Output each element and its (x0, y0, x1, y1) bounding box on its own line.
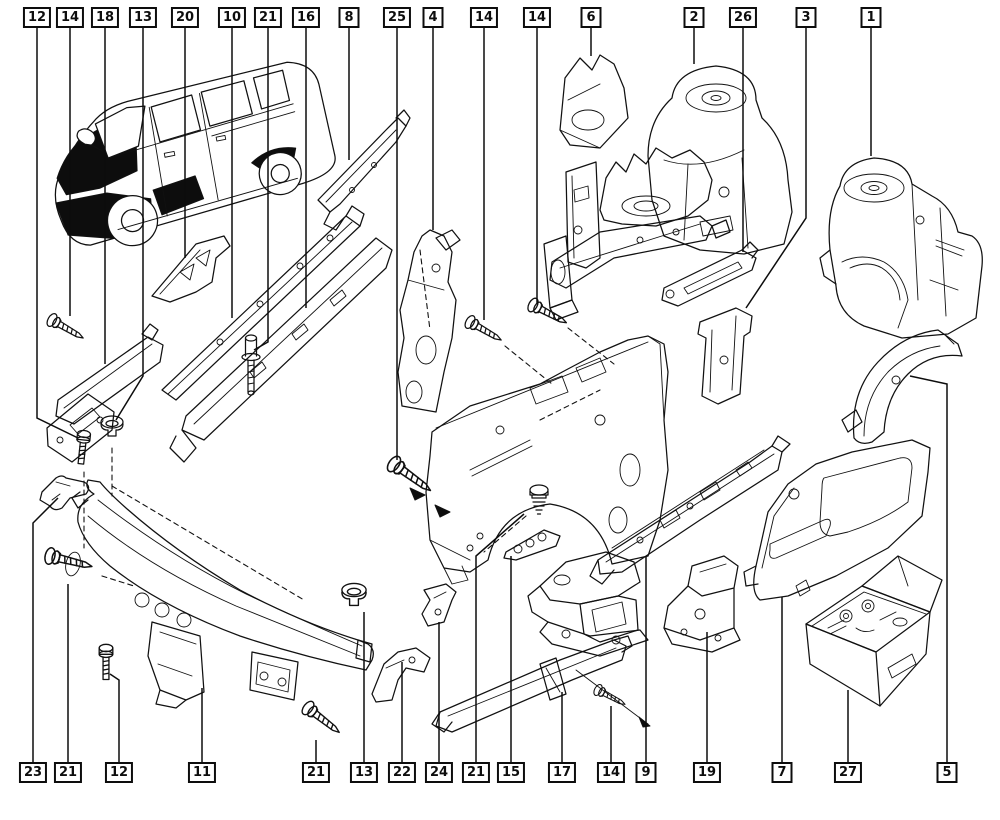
closing-panel (743, 439, 931, 601)
stud-bolt-item-21d (241, 334, 261, 396)
callout-top-2-item-18[interactable]: 18 (90, 7, 120, 28)
grommet-item-13b (341, 582, 367, 607)
leader-line-bottom-8-item-21 (475, 513, 525, 762)
callout-top-17-item-1[interactable]: 1 (860, 7, 882, 28)
assembly-arrows (409, 487, 651, 728)
callout-top-0-item-12[interactable]: 12 (22, 7, 52, 28)
leader-line-bottom-16-item-5 (909, 375, 948, 762)
callout-bottom-13-item-19[interactable]: 19 (692, 762, 722, 783)
callout-top-7-item-16[interactable]: 16 (291, 7, 321, 28)
channel-bracket (697, 307, 753, 405)
front-side-member (589, 435, 791, 585)
windshield (94, 105, 146, 159)
callout-bottom-15-item-27[interactable]: 27 (833, 762, 863, 783)
callout-top-11-item-14[interactable]: 14 (469, 7, 499, 28)
retaining-clip (39, 475, 90, 511)
leader-lines (32, 28, 948, 762)
callout-bottom-6-item-22[interactable]: 22 (387, 762, 417, 783)
windshield-frame-rails (161, 205, 393, 463)
bolt-item-12a (73, 429, 92, 466)
side-mirror (76, 128, 96, 146)
rear-wheel (258, 151, 302, 196)
inner-fender-panel (425, 335, 669, 585)
screw-washer-item-21a (42, 545, 95, 577)
screw-item-14a (44, 311, 88, 345)
callout-top-4-item-20[interactable]: 20 (170, 7, 200, 28)
front-end-crossmember (71, 479, 374, 709)
callout-bottom-0-item-23[interactable]: 23 (18, 762, 48, 783)
callout-top-13-item-6[interactable]: 6 (580, 7, 602, 28)
leader-line-top-16-item-3 (745, 28, 807, 309)
wheelhouse-sidemember-assembly (543, 147, 731, 321)
pointer-lines (83, 327, 649, 725)
callout-top-16-item-3[interactable]: 3 (795, 7, 817, 28)
callout-top-5-item-10[interactable]: 10 (217, 7, 247, 28)
callout-top-9-item-25[interactable]: 25 (382, 7, 412, 28)
cowl-side-panel (317, 109, 411, 231)
callout-top-15-item-26[interactable]: 26 (728, 7, 758, 28)
callout-top-1-item-14[interactable]: 14 (55, 7, 85, 28)
callout-bottom-10-item-17[interactable]: 17 (547, 762, 577, 783)
vehicle-overview-highlight (54, 61, 336, 247)
leader-line-bottom-0-item-23 (32, 497, 59, 762)
small-l-bracket (421, 583, 457, 627)
leader-line-top-0-item-12 (36, 28, 79, 439)
reinforcement-strip (661, 241, 759, 307)
wheel-housing-right (647, 65, 793, 255)
grommet-item-13a (100, 415, 124, 437)
callout-bottom-7-item-24[interactable]: 24 (424, 762, 454, 783)
callout-top-14-item-2[interactable]: 2 (683, 7, 705, 28)
callout-bottom-4-item-21[interactable]: 21 (301, 762, 331, 783)
callout-top-8-item-8[interactable]: 8 (338, 7, 360, 28)
screw-item-14c (525, 295, 571, 330)
fender-support-pillar (397, 229, 461, 413)
callout-top-3-item-13[interactable]: 13 (128, 7, 158, 28)
callout-bottom-12-item-9[interactable]: 9 (635, 762, 657, 783)
stamped-clip (371, 647, 431, 703)
screw-item-14d (591, 682, 629, 711)
leader-line-bottom-2-item-12 (109, 673, 120, 762)
upper-rail-bracket (46, 323, 164, 463)
callout-bottom-8-item-21[interactable]: 21 (461, 762, 491, 783)
front-wheel (106, 194, 159, 247)
callout-bottom-14-item-7[interactable]: 7 (771, 762, 793, 783)
push-pin-item-21b (529, 484, 549, 515)
support-bracket (663, 555, 741, 653)
callout-bottom-1-item-21[interactable]: 21 (53, 762, 83, 783)
callout-bottom-2-item-12[interactable]: 12 (104, 762, 134, 783)
lower-rail (431, 635, 633, 733)
leader-line-top-6-item-21 (253, 28, 269, 351)
callout-top-10-item-4[interactable]: 4 (422, 7, 444, 28)
wheel-housing-complete (819, 157, 983, 339)
callout-bottom-5-item-13[interactable]: 13 (349, 762, 379, 783)
callout-bottom-16-item-5[interactable]: 5 (936, 762, 958, 783)
callout-bottom-11-item-14[interactable]: 14 (596, 762, 626, 783)
screw-item-21c (299, 698, 345, 740)
cowl-bracket (151, 235, 231, 303)
callout-bottom-3-item-11[interactable]: 11 (187, 762, 217, 783)
leader-line-top-3-item-13 (115, 28, 144, 421)
mounting-bracket (527, 551, 649, 657)
strut-mount-bracket (559, 54, 629, 149)
fastener-kit-box (805, 555, 943, 707)
callout-top-6-item-21[interactable]: 21 (253, 7, 283, 28)
wheel-arch-liner (841, 329, 963, 444)
callout-bottom-9-item-15[interactable]: 15 (496, 762, 526, 783)
hole-strip-bracket (503, 529, 561, 561)
callout-top-12-item-14[interactable]: 14 (522, 7, 552, 28)
